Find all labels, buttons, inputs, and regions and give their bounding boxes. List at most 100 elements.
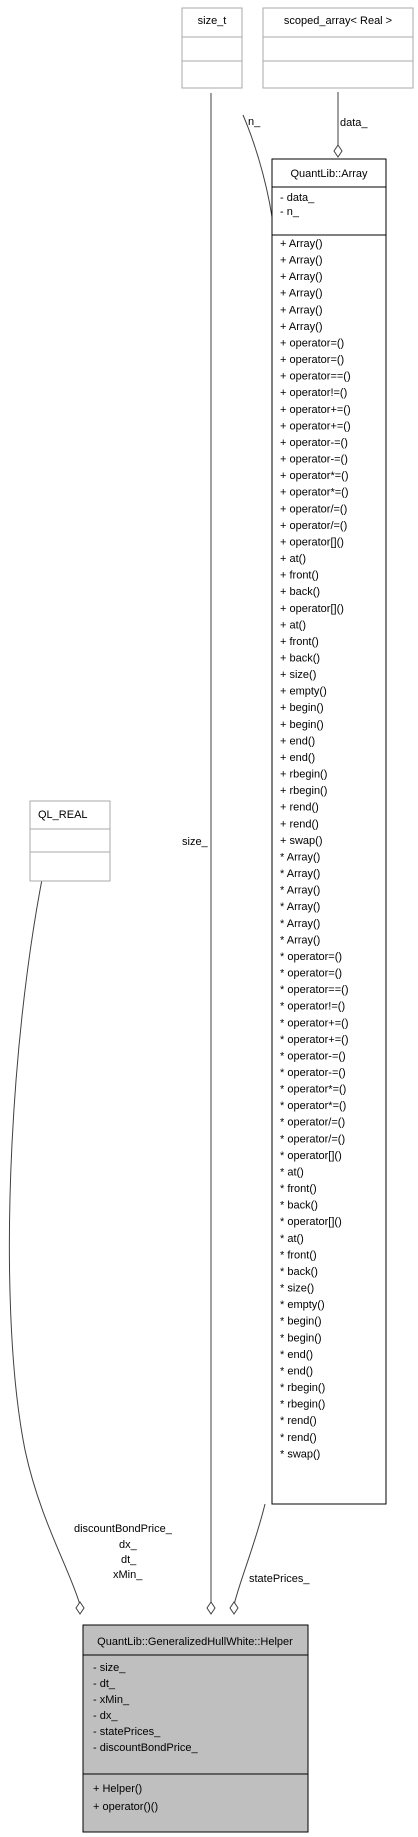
helper-attribute: - discountBondPrice_ [93, 1742, 198, 1754]
edge-array-to-helper [233, 1503, 266, 1606]
array-method: * empty() [280, 1299, 325, 1311]
array-method: * end() [280, 1365, 313, 1377]
array-method: * operator/=() [280, 1117, 345, 1129]
edge-label-data: data_ [340, 117, 368, 129]
array-method: + back() [280, 653, 320, 665]
class-name-ql-real: QL_REAL [38, 809, 88, 821]
array-method: + back() [280, 586, 320, 598]
array-method: * operator-=() [280, 1067, 346, 1079]
array-method: * back() [280, 1266, 318, 1278]
array-method: + at() [280, 619, 306, 631]
array-method: + size() [280, 669, 316, 681]
array-method: + operator/=() [280, 503, 347, 515]
edge-size-t-to-array [242, 114, 275, 233]
array-method: + Array() [280, 321, 322, 333]
array-method: * rbegin() [280, 1382, 325, 1394]
array-method: + begin() [280, 702, 324, 714]
aggregation-diamond-icon [75, 1601, 85, 1615]
array-method: + swap() [280, 835, 323, 847]
helper-attribute: - statePrices_ [93, 1726, 161, 1738]
edge-label-n: n_ [248, 116, 261, 128]
array-attribute: - n_ [280, 206, 300, 218]
class-box-size-t: size_t [181, 7, 243, 89]
array-method: + operator+=() [280, 420, 351, 432]
array-method: * operator-=() [280, 1050, 346, 1062]
array-method: + operator[]() [280, 603, 344, 615]
array-method: * Array() [280, 918, 320, 930]
class-box-quantlib-array: QuantLib::Array - data_- n_ + Array()+ A… [271, 158, 387, 1505]
edge-label-dt: dt_ [121, 1554, 137, 1566]
array-method: + operator==() [280, 371, 351, 383]
helper-attribute: - dt_ [93, 1678, 116, 1690]
edge-label-size: size_ [182, 836, 209, 848]
array-method: + rbegin() [280, 769, 327, 781]
array-method: * operator*=() [280, 1084, 346, 1096]
array-method: + end() [280, 735, 315, 747]
array-method: * front() [280, 1249, 317, 1261]
edge-label-discount-bond-price: discountBondPrice_ [74, 1523, 173, 1535]
array-method: * operator=() [280, 968, 342, 980]
array-method: + Array() [280, 304, 322, 316]
array-method: * Array() [280, 934, 320, 946]
array-method: * Array() [280, 868, 320, 880]
array-method: + operator=() [280, 354, 344, 366]
array-method: * operator=() [280, 951, 342, 963]
array-method: + front() [280, 570, 319, 582]
array-method: + Array() [280, 288, 322, 300]
class-name-helper: QuantLib::GeneralizedHullWhite::Helper [97, 1636, 293, 1648]
helper-attribute: - size_ [93, 1662, 126, 1674]
array-method: + empty() [280, 686, 327, 698]
array-method: + operator+=() [280, 404, 351, 416]
array-method: * back() [280, 1200, 318, 1212]
array-method: * begin() [280, 1316, 322, 1328]
array-method: * operator+=() [280, 1034, 348, 1046]
array-method: + operator-=() [280, 454, 348, 466]
class-name-quantlib-array: QuantLib::Array [290, 168, 368, 180]
class-box-ql-real: QL_REAL [29, 800, 111, 882]
edge-ql-real-to-helper [8, 819, 81, 1606]
array-method: * operator[]() [280, 1216, 342, 1228]
array-method: * begin() [280, 1332, 322, 1344]
array-method: * end() [280, 1349, 313, 1361]
array-method: + end() [280, 752, 315, 764]
array-method: + Array() [280, 255, 322, 267]
array-method: + operator=() [280, 337, 344, 349]
aggregation-diamond-icon [333, 144, 343, 158]
array-method: + operator*=() [280, 487, 348, 499]
array-method: * operator+=() [280, 1017, 348, 1029]
array-method: + rbegin() [280, 785, 327, 797]
array-method: + front() [280, 636, 319, 648]
array-method: * at() [280, 1166, 304, 1178]
helper-attribute: - dx_ [93, 1710, 118, 1722]
array-method: * rbegin() [280, 1399, 325, 1411]
array-method: + operator[]() [280, 536, 344, 548]
array-method: * rend() [280, 1415, 317, 1427]
array-method: + rend() [280, 802, 319, 814]
array-method: * operator==() [280, 984, 348, 996]
array-method: + rend() [280, 818, 319, 830]
edge-label-dx: dx_ [119, 1539, 138, 1551]
array-method: + operator/=() [280, 520, 347, 532]
edge-label-state-prices: statePrices_ [249, 1573, 310, 1585]
helper-method: + Helper() [93, 1783, 142, 1795]
array-method: * Array() [280, 901, 320, 913]
array-method: * swap() [280, 1448, 320, 1460]
class-box-helper: QuantLib::GeneralizedHullWhite::Helper -… [82, 1624, 309, 1833]
edge-label-xmin: xMin_ [113, 1569, 143, 1581]
helper-attribute: - xMin_ [93, 1694, 130, 1706]
array-method: * size() [280, 1283, 314, 1295]
array-method: + Array() [280, 238, 322, 250]
array-method: * front() [280, 1183, 317, 1195]
array-method: * operator/=() [280, 1133, 345, 1145]
class-name-scoped-array: scoped_array< Real > [284, 15, 392, 27]
class-name-size-t: size_t [198, 15, 227, 27]
array-method: * rend() [280, 1432, 317, 1444]
aggregation-diamond-icon [229, 1601, 239, 1615]
array-attribute: - data_ [280, 192, 315, 204]
helper-method: + operator()() [93, 1801, 158, 1813]
array-method: + operator!=() [280, 387, 347, 399]
array-method: + at() [280, 553, 306, 565]
class-box-scoped-array: scoped_array< Real > [262, 7, 414, 89]
array-method: + Array() [280, 271, 322, 283]
